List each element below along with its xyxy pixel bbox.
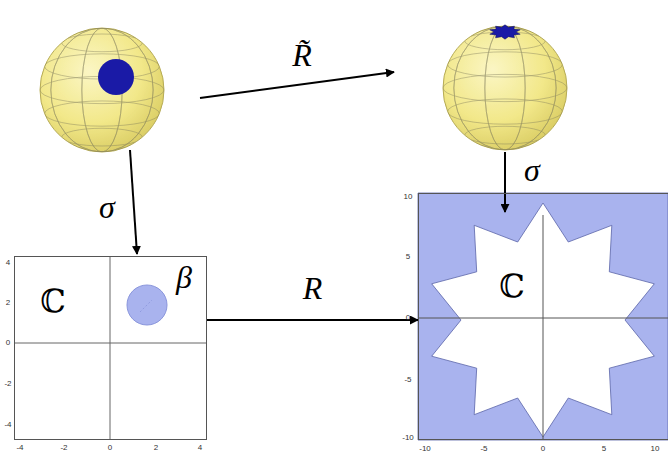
arrow bbox=[200, 72, 394, 98]
plot-frame: ℂβ bbox=[14, 256, 207, 440]
sphere bbox=[442, 25, 568, 150]
tick-label: 4 bbox=[198, 444, 202, 452]
tick-label: -5 bbox=[404, 376, 411, 384]
tick-label: 2 bbox=[154, 444, 158, 452]
tick-label: -10 bbox=[402, 434, 414, 442]
tick-label: -2 bbox=[4, 380, 11, 388]
tick-label: 10 bbox=[651, 445, 660, 453]
tick-label: 0 bbox=[406, 314, 410, 322]
set-label: β bbox=[176, 261, 192, 293]
plane-label: ℂ bbox=[499, 270, 524, 302]
arrow bbox=[130, 150, 137, 254]
tick-label: -10 bbox=[419, 445, 431, 453]
tick-label: 0 bbox=[108, 444, 112, 452]
map-label: σ bbox=[99, 191, 115, 223]
tick-label: -2 bbox=[60, 444, 67, 452]
plot-frame: ℂ bbox=[418, 193, 668, 440]
arrow bbox=[504, 152, 506, 212]
tick-label: 0 bbox=[6, 339, 10, 347]
tick-label: 10 bbox=[404, 193, 413, 201]
map-label: σ bbox=[524, 154, 540, 186]
plot-right bbox=[418, 193, 668, 440]
tick-label: 5 bbox=[406, 253, 410, 261]
map-label: R̃ bbox=[292, 39, 312, 71]
tick-label: 4 bbox=[6, 259, 10, 267]
plane-label: ℂ bbox=[40, 285, 65, 317]
tick-label: -4 bbox=[4, 421, 11, 429]
plot-left bbox=[14, 256, 207, 440]
map-label: R bbox=[303, 272, 323, 304]
tick-label: -5 bbox=[480, 445, 487, 453]
tick-label: -4 bbox=[16, 444, 23, 452]
sphere bbox=[39, 28, 165, 152]
tick-label: 5 bbox=[602, 445, 606, 453]
tick-label: 0 bbox=[541, 445, 545, 453]
tick-label: 2 bbox=[6, 299, 10, 307]
map-arrow bbox=[207, 319, 418, 321]
